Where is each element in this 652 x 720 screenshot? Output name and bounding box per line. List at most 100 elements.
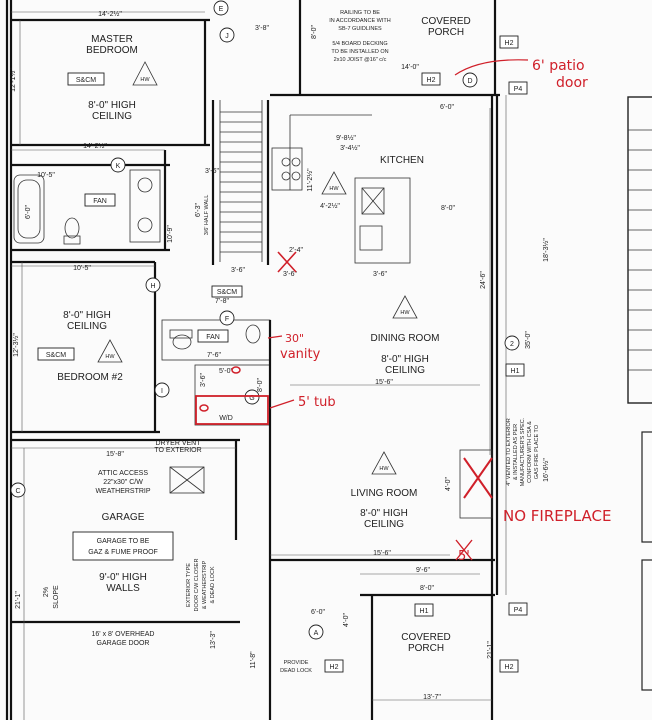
dimension: 12'-1½" (9, 68, 17, 92)
fireplace-note: & INSTALLED AS PER (513, 424, 519, 480)
ceiling-label: CEILING (385, 365, 425, 376)
dimension: 3'-6" (200, 373, 207, 387)
attic-access-label: 22"x30" C/W (103, 479, 143, 486)
tag-h1: H1 (511, 368, 520, 375)
dimension: 3'-6" (373, 271, 387, 278)
slope-label: 2% (43, 587, 50, 597)
dimension: 9'-6" (416, 567, 430, 574)
dimension: 6'-3" (195, 203, 202, 217)
dimension: 14'-2½" (98, 10, 122, 18)
ceiling-height: 8'-0" HIGH (381, 354, 429, 365)
dimension-lines (11, 11, 507, 720)
dimension: 8'-0" (420, 585, 434, 592)
dimension: 14'-2½" (83, 142, 107, 150)
dimension: 5'-0" (219, 368, 233, 375)
dimension: 4'-0" (445, 477, 452, 491)
tag-2: 2 (510, 341, 514, 348)
dimension: 8'-0" (441, 205, 455, 212)
half-wall-label: 3/6' HALF WALL (204, 195, 210, 236)
slope-label: SLOPE (53, 585, 60, 609)
patio-door-note: door (556, 75, 588, 91)
room-name: GARAGE (102, 512, 145, 523)
tag-f: F (225, 316, 229, 323)
stairs (219, 100, 263, 262)
room-kitchen: KITCHEN 9'-8½" 3'-4½" 11'-2½" 4'-2½" 8'-… (283, 134, 455, 278)
dimension: 10'-5" (73, 265, 91, 272)
ceiling-label: CEILING (364, 519, 404, 530)
fireplace-dimension-note: 5' (458, 549, 470, 564)
attic-access-label: WEATHERSTRIP (95, 488, 150, 495)
tag-d: D (467, 78, 472, 85)
gas-proof-label: GARAGE TO BE (97, 538, 150, 545)
fireplace-note: MANUFACTURER'S SPEC. (520, 417, 526, 486)
fireplace-note: 4" VENTED TO EXTERIOR (506, 418, 512, 485)
dead-lock-label: PROVIDE (284, 660, 309, 666)
room-name: BEDROOM (86, 45, 138, 56)
walls (5, 0, 500, 720)
ceiling-height: 8'-0" HIGH (360, 508, 408, 519)
dimension: 35'-0" (525, 331, 532, 349)
tag-p4: P4 (514, 607, 523, 614)
hw-label: HW (379, 466, 389, 472)
room-bedroom-2: 10'-5" 12'-3½" 8'-0" HIGH CEILING S&CM H… (12, 265, 123, 383)
dimension: 11'-2½" (306, 168, 314, 192)
smoke-detector-label: S&CM (46, 352, 66, 359)
dimension: 3'-8" (255, 25, 269, 32)
railing-note: 5/4 BOARD DECKING (332, 41, 387, 47)
door-spec-label: & WEATHERSTRIP (202, 560, 208, 609)
room-name: COVERED (401, 632, 450, 643)
tag-h1: H1 (420, 608, 429, 615)
dimension: 12'-3½" (12, 333, 20, 357)
dimension: 4'-0" (343, 613, 350, 627)
tag-h2: H2 (505, 664, 514, 671)
ceiling-label: CEILING (92, 111, 132, 122)
dimension: 8'-0" (311, 25, 318, 39)
dimension: 15'-6" (375, 379, 393, 386)
door-spec-label: DOOR C/W CLOSER (194, 559, 200, 612)
dimension: 4'-2½" (320, 202, 340, 210)
room-laundry: FAN 7'-6" 5'-0" W/D 8'-0" 3'-6" (197, 329, 264, 422)
dimension: 8'-0" (257, 378, 264, 392)
ceiling-height: 9'-0" HIGH (99, 572, 147, 583)
dimension: 3'-6" (205, 168, 219, 175)
hw-label: HW (105, 354, 115, 360)
room-name: MASTER (91, 34, 133, 45)
tag-h: H (150, 283, 155, 290)
tub-note: 5' tub (298, 395, 336, 410)
schedule-table-edge (627, 96, 652, 691)
garage-door-label: GARAGE DOOR (97, 640, 150, 647)
dimension: 2'-4" (289, 247, 303, 254)
no-fireplace-note: NO FIREPLACE (503, 507, 611, 525)
dimension: 6'-0" (311, 609, 325, 616)
room-name: PORCH (428, 27, 464, 38)
room-covered-porch-bottom: COVERED PORCH 8'-0" 4'-0" 13'-7" (343, 585, 451, 701)
tag-e: E (219, 6, 224, 13)
tag-h2: H2 (330, 664, 339, 671)
tag-a: A (314, 630, 319, 637)
ceiling-height: 8'-0" HIGH (63, 310, 111, 321)
hw-label: HW (400, 310, 410, 316)
dimension: 7'-6" (207, 352, 221, 359)
smoke-detector-label: S&CM (76, 77, 96, 84)
tag-i: I (161, 388, 163, 395)
ceiling-label: WALLS (106, 583, 140, 594)
tag-g: G (249, 395, 254, 402)
dimension: 18'-3½" (542, 238, 550, 262)
door-spec-label: EXTERIOR TYPE (186, 563, 192, 607)
dimension: 13'-7" (423, 694, 441, 701)
room-name: LIVING ROOM (351, 488, 418, 499)
fixtures (13, 157, 385, 494)
dimension: 24'-6" (480, 271, 487, 289)
room-name: KITCHEN (380, 155, 424, 166)
railing-note: IN ACCORDANCE WITH (329, 18, 390, 24)
annotations: 6' patio door 30" vanity 5' tub NO FIREP… (195, 58, 611, 564)
overall-notes: 35'-0" 18'-3½" 21'-1" 4" VENTED TO EXTER… (445, 238, 550, 659)
hw-label: HW (140, 77, 150, 83)
dimension: 11'-8" (250, 651, 257, 669)
dimension: 3'-6" (283, 271, 297, 278)
dimension: 10'-9" (167, 225, 174, 243)
hw-label: HW (329, 186, 339, 192)
room-bath: FAN 14'-2½" 10'-5" 6'-0" (25, 142, 116, 219)
attic-access-label: ATTIC ACCESS (98, 470, 148, 477)
